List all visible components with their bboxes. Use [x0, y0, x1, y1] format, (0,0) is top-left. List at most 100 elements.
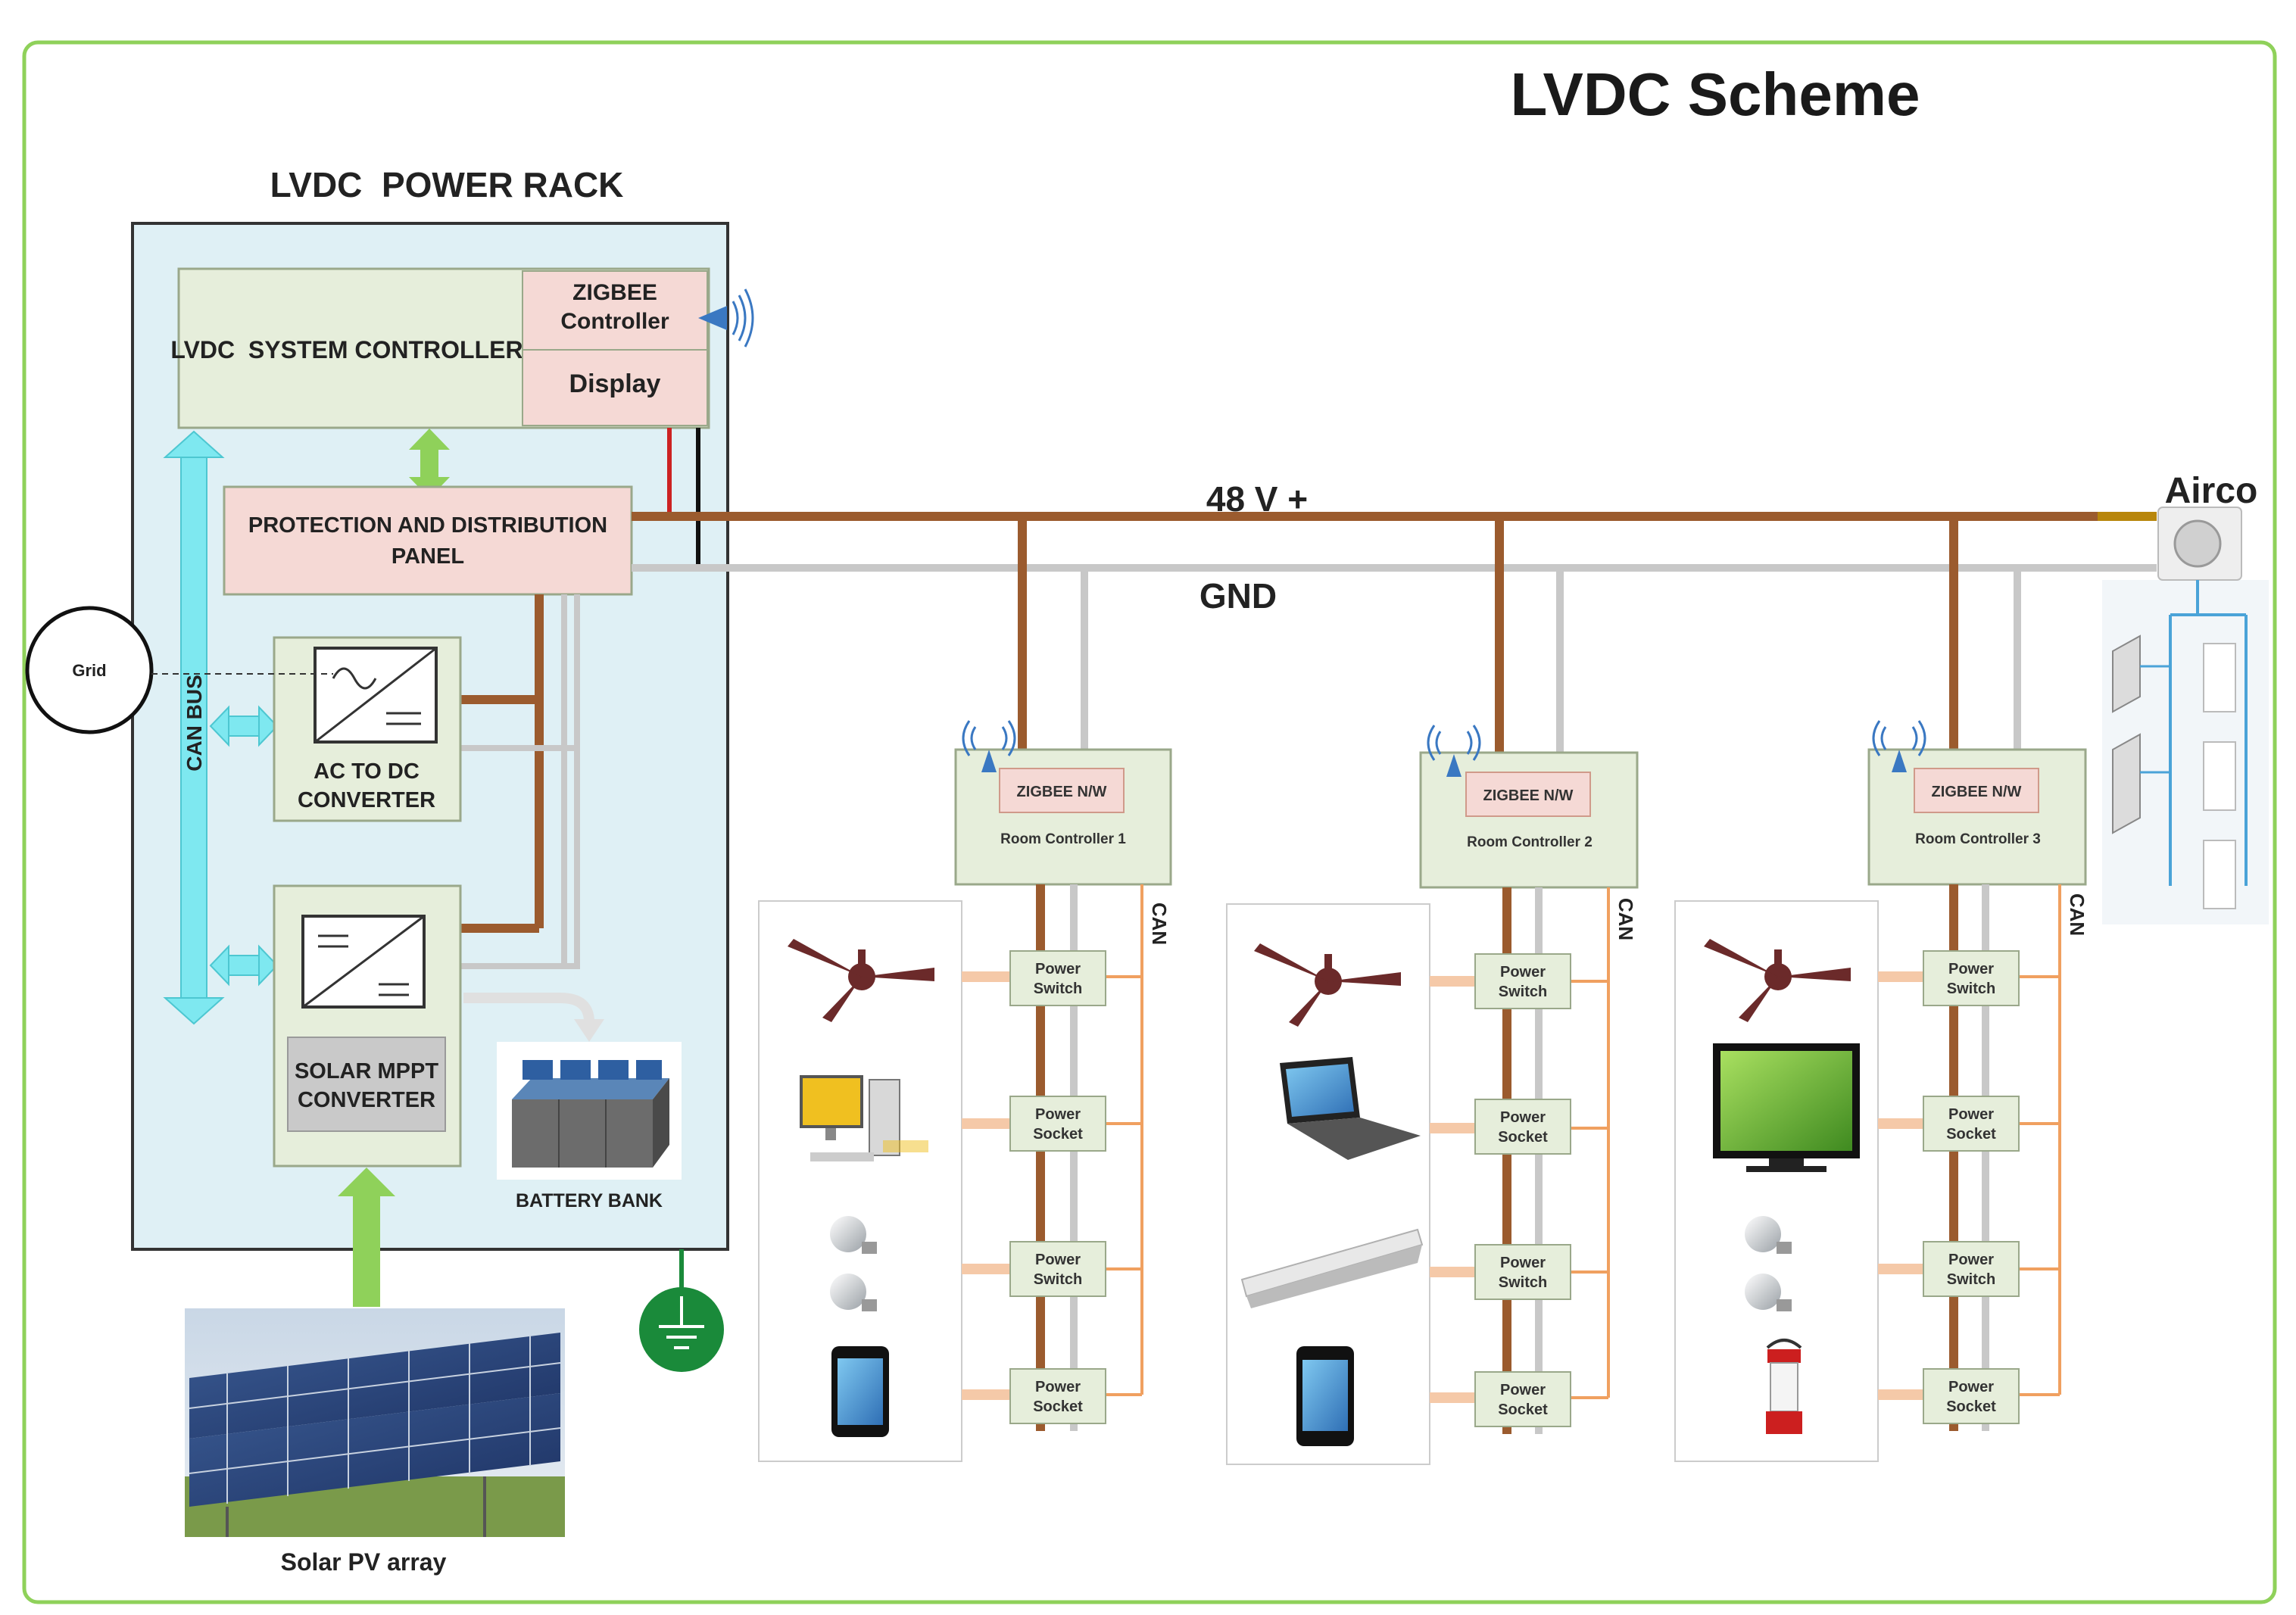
battery-bank-label: BATTERY BANK: [516, 1190, 663, 1211]
power-switch-2-3: [1474, 1244, 1571, 1300]
solar-array-label: Solar PV array: [281, 1548, 447, 1576]
protection-panel-label-1: PROTECTION AND DISTRIBUTION: [248, 513, 607, 538]
switch-label-top: Power: [1948, 961, 1994, 977]
antenna-icon: [1427, 725, 1481, 777]
power-switch-2-1: [1474, 953, 1571, 1009]
lantern-icon: [1766, 1339, 1802, 1434]
zigbee-nw-box-2: [1465, 772, 1591, 817]
zigbee-controller-label-1: ZIGBEE: [572, 280, 657, 305]
ac-dc-label-2: CONVERTER: [298, 788, 435, 812]
smartphone-icon: [831, 1346, 889, 1437]
switch-label-bottom: Switch: [1034, 1271, 1082, 1288]
antenna-icon: [698, 288, 754, 348]
solar-input-arrow: [338, 1168, 395, 1307]
switch-label-bottom: Switch: [1947, 981, 1995, 997]
zigbee-nw-label-1: ZIGBEE N/W: [1017, 784, 1107, 800]
room-controller-label-3: Room Controller 3: [1915, 831, 2041, 847]
switch-label-top: Power: [1500, 964, 1546, 981]
switch-label-top: Power: [1035, 1379, 1081, 1395]
zigbee-nw-box-3: [1914, 768, 2039, 813]
switch-row-3-3: Power Switch: [1878, 1241, 2060, 1297]
power-socket-3-2: [1923, 1096, 2020, 1152]
power-socket-3-4: [1923, 1368, 2020, 1424]
power-socket-1-4: [1009, 1368, 1106, 1424]
switch-row-1-3: Power Switch: [962, 1241, 1142, 1297]
can-bus-arrow: [163, 430, 225, 1025]
switch-label-top: Power: [1035, 1252, 1081, 1268]
switch-row-2-3: Power Switch: [1430, 1244, 1608, 1300]
airco-label: Airco: [2165, 471, 2258, 511]
display-label: Display: [569, 369, 661, 398]
rack-title: LVDC POWER RACK: [270, 165, 624, 204]
switch-label-bottom: Socket: [1033, 1126, 1083, 1143]
switch-row-1-2: Power Socket: [962, 1096, 1142, 1152]
ac-dc-label-1: AC TO DC: [314, 759, 420, 784]
switch-row-2-2: Power Socket: [1430, 1099, 1608, 1155]
ac-dc-symbol-icon: [314, 647, 438, 744]
zigbee-nw-label-3: ZIGBEE N/W: [1932, 784, 2022, 800]
switch-row-2-1: Power Switch: [1430, 953, 1608, 1009]
power-socket-1-2: [1009, 1096, 1106, 1152]
dc-dc-symbol-icon: [301, 915, 426, 1009]
grid-label: Grid: [72, 661, 106, 680]
room-1: ZIGBEE N/W Room Controller 1 CAN Power S…: [758, 516, 1172, 1462]
power-socket-2-2: [1474, 1099, 1571, 1155]
solar-array-image: [185, 1308, 565, 1537]
power-switch-3-1: [1923, 950, 2020, 1006]
room-controller-label-1: Room Controller 1: [1000, 831, 1126, 847]
protection-panel-label-2: PANEL: [392, 544, 464, 569]
switch-label-bottom: Switch: [1499, 1274, 1547, 1291]
can-arrow-acdc: [209, 705, 279, 747]
switch-label-top: Power: [1948, 1106, 1994, 1123]
solar-mppt-label-2: CONVERTER: [298, 1088, 435, 1112]
battery-arrow: [463, 993, 604, 1042]
smartphone-icon: [1296, 1346, 1354, 1446]
switch-label-top: Power: [1500, 1382, 1546, 1398]
switch-label-bottom: Socket: [1498, 1129, 1548, 1146]
switch-label-bottom: Socket: [1946, 1398, 1996, 1415]
battery-icon: [497, 1042, 682, 1180]
switch-label-bottom: Socket: [1033, 1398, 1083, 1415]
solar-mppt-label-1: SOLAR MPPT: [295, 1059, 438, 1083]
switch-row-3-1: Power Switch: [1878, 950, 2060, 1006]
can-label-1: CAN: [1148, 903, 1171, 945]
switch-label-bottom: Switch: [1947, 1271, 1995, 1288]
power-switch-1-1: [1009, 950, 1106, 1006]
outer-border: [22, 40, 2277, 1604]
bus-ground-label: GND: [1199, 576, 1277, 616]
switch-label-top: Power: [1948, 1379, 1994, 1395]
switch-label-top: Power: [1500, 1109, 1546, 1126]
can-label-3: CAN: [2066, 893, 2089, 936]
grid-node: [25, 606, 154, 734]
light-bulb-icon: [830, 1216, 877, 1311]
airco-icon: [2102, 507, 2269, 924]
ceiling-fan-icon: [788, 939, 934, 1022]
desktop-computer-icon: [800, 1075, 928, 1161]
can-bus-label: CAN BUS: [182, 675, 206, 772]
television-icon: [1713, 1043, 1860, 1172]
bus-positive-label: 48 V +: [1206, 479, 1308, 519]
protection-panel: [223, 485, 633, 596]
antenna-icon: [1872, 720, 1926, 772]
zigbee-nw-box-1: [999, 768, 1125, 813]
power-switch-1-3: [1009, 1241, 1106, 1297]
switch-label-bottom: Socket: [1498, 1401, 1548, 1418]
system-controller-label: LVDC SYSTEM CONTROLLER: [170, 336, 523, 363]
tube-light-icon: [1240, 1228, 1424, 1308]
switch-label-bottom: Switch: [1499, 984, 1547, 1000]
switch-label-top: Power: [1500, 1255, 1546, 1271]
ceiling-fan-icon: [1704, 939, 1851, 1022]
room-3: ZIGBEE N/W Room Controller 3 CAN Power S…: [1674, 516, 2089, 1462]
diagram-title: LVDC Scheme: [1511, 61, 1920, 128]
ceiling-fan-icon: [1254, 943, 1401, 1027]
power-switch-3-3: [1923, 1241, 2020, 1297]
zigbee-controller-box: [522, 270, 708, 351]
ground-icon: [639, 1249, 724, 1372]
switch-row-1-1: Power Switch: [962, 950, 1142, 1006]
switch-row-3-2: Power Socket: [1878, 1096, 2060, 1152]
switch-label-bottom: Switch: [1034, 981, 1082, 997]
zigbee-controller-label-2: Controller: [560, 309, 669, 334]
switch-row-1-4: Power Socket: [962, 1368, 1142, 1424]
laptop-icon: [1280, 1057, 1421, 1160]
